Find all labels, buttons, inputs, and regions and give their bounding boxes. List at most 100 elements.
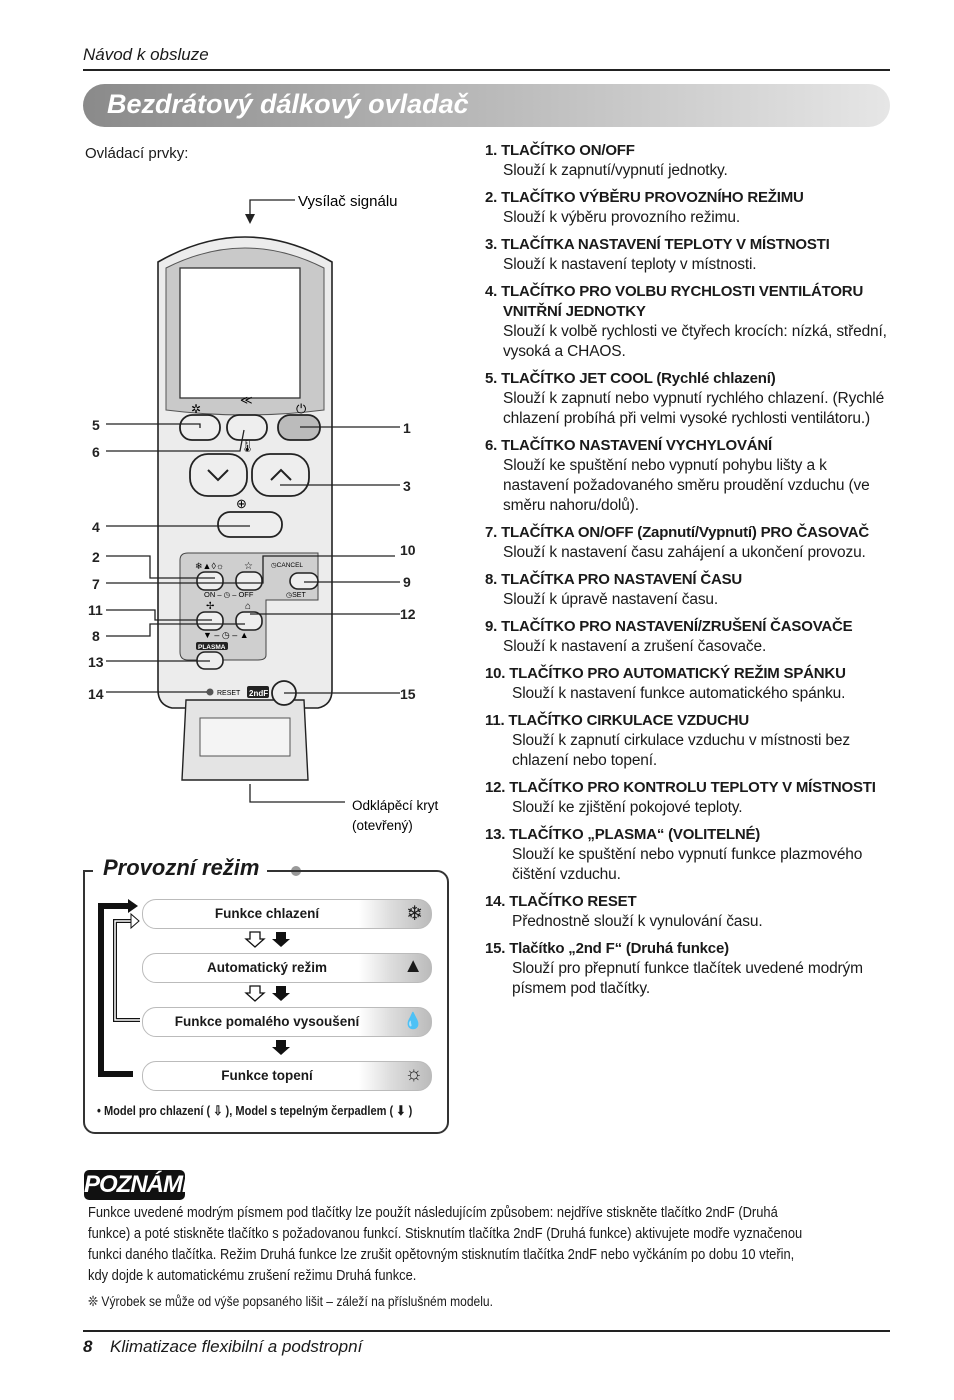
item-title: 12. TLAČÍTKO PRO KONTROLU TEPLOTY V MÍST…	[485, 779, 876, 796]
note-line: funkci daného tlačítka. Režim Druhá funk…	[88, 1246, 795, 1263]
auto-icon: ▲	[403, 955, 423, 977]
item-desc: Slouží k nastavení funkce automatického …	[512, 685, 846, 702]
callout-7: 7	[92, 576, 100, 592]
item-title: 14. TLAČÍTKO RESET	[485, 893, 637, 910]
item-title: 2. TLAČÍTKO VÝBĚRU PROVOZNÍHO REŽIMU	[485, 189, 804, 206]
item-title: 3. TLAČÍTKA NASTAVENÍ TEPLOTY V MÍSTNOST…	[485, 236, 830, 253]
temp-up-button[interactable]	[251, 453, 310, 497]
set-cancel-button[interactable]	[289, 572, 319, 590]
description-item: 3. TLAČÍTKA NASTAVENÍ TEPLOTY V MÍSTNOST…	[485, 235, 895, 275]
callout-11: 11	[88, 602, 103, 618]
timer-onoff-label: ON – ◷ – OFF	[204, 590, 254, 599]
note-line: Funkce uvedené modrým písmem pod tlačítk…	[88, 1204, 778, 1221]
item-desc: Slouží k nastavení času zahájení a ukonč…	[503, 544, 866, 561]
header-divider	[83, 69, 890, 71]
item-title: 7. TLAČÍTKA ON/OFF (Zapnutí/Vypnutí) PRO…	[485, 524, 869, 541]
callout-12: 12	[400, 606, 416, 622]
mode-dry: Funkce pomalého vysoušení💧	[142, 1007, 432, 1037]
swing-button[interactable]	[226, 414, 268, 441]
mode-icons: ❄▲◊☼	[195, 561, 224, 571]
description-item: 6. TLAČÍTKO NASTAVENÍ VYCHYLOVÁNÍ Slouží …	[485, 436, 895, 516]
sleep-icon: ☆	[244, 561, 253, 572]
item-desc: Slouží k volbě rychlosti ve čtyřech kroc…	[503, 323, 887, 360]
item-title: 9. TLAČÍTKO PRO NASTAVENÍ/ZRUŠENÍ ČASOVA…	[485, 618, 853, 635]
mode-title: Provozní režim	[93, 855, 268, 881]
room-temp-button[interactable]	[235, 611, 263, 631]
title-banner: Bezdrátový dálkový ovladač	[83, 84, 890, 127]
cool-arrows	[244, 931, 290, 1055]
item-desc: Slouží k výběru provozního režimu.	[503, 209, 740, 226]
mode-label: Funkce topení	[221, 1068, 313, 1083]
item-title: 11. TLAČÍTKO CIRKULACE VZDUCHU	[485, 712, 750, 729]
description-item: 13. TLAČÍTKO „PLASMA“ (VOLITELNÉ)Slouží …	[485, 825, 895, 885]
description-item: 7. TLAČÍTKA ON/OFF (Zapnutí/Vypnutí) PRO…	[485, 523, 895, 563]
room-temp-icon: ⌂	[245, 601, 251, 612]
description-item: 10. TLAČÍTKO PRO AUTOMATICKÝ REŽIM SPÁNK…	[485, 664, 895, 704]
drop-icon: 💧	[403, 1013, 423, 1030]
controls-label: Ovládací prvky:	[85, 145, 189, 162]
item-desc: Slouží k zapnutí/vypnutí jednotky.	[503, 162, 728, 179]
description-item: 5. TLAČÍTKO JET COOL (Rychlé chlazení)Sl…	[485, 369, 895, 429]
item-desc: Slouží k nastavení teploty v místnosti.	[503, 256, 757, 273]
reset-button[interactable]	[206, 688, 214, 696]
set-label: ◷SET	[286, 592, 306, 599]
item-desc: Slouží k úpravě nastavení času.	[503, 591, 719, 608]
fan-speed-button[interactable]	[217, 511, 283, 538]
temp-down-button[interactable]	[189, 453, 248, 497]
power-icon: ⏻	[296, 401, 306, 416]
callout-10: 10	[400, 542, 416, 558]
cover-label: Odklápěcí kryt	[352, 798, 439, 813]
item-title: 6. TLAČÍTKO NASTAVENÍ VYCHYLOVÁNÍ	[485, 437, 773, 454]
description-item: 2. TLAČÍTKO VÝBĚRU PROVOZNÍHO REŽIMU Slou…	[485, 188, 895, 228]
sleep-button[interactable]	[235, 571, 263, 591]
mode-button[interactable]	[196, 571, 224, 591]
note-text: Funkce uvedené modrým písmem pod tlačítk…	[88, 1202, 802, 1286]
description-item: 12. TLAČÍTKO PRO KONTROLU TEPLOTY V MÍST…	[485, 778, 895, 818]
air-circulation-icon: ✢	[206, 601, 214, 612]
mode-label: Automatický režim	[206, 960, 328, 975]
item-title: 15. Tlačítko „2nd F“ (Druhá funkce)	[485, 940, 729, 957]
item-desc: Slouží ke spuštění nebo vypnutí funkce p…	[512, 846, 863, 883]
item-desc: Slouží k nastavení a zrušení časovače.	[503, 638, 767, 655]
description-item: 15. Tlačítko „2nd F“ (Druhá funkce) Slouž…	[485, 939, 895, 999]
mode-label: Funkce chlazení	[214, 906, 320, 921]
callout-13: 13	[88, 654, 104, 670]
fan-icon: ⊕	[236, 496, 247, 511]
note-line: kdy dojde k automatickému zrušení režimu…	[88, 1267, 417, 1284]
item-desc: Slouží pro přepnutí funkce tlačítek uved…	[512, 960, 863, 997]
note-line: funkce) a poté stiskněte tlačítko s poža…	[88, 1225, 803, 1242]
item-title: 10. TLAČÍTKO PRO AUTOMATICKÝ REŽIM SPÁNK…	[485, 665, 846, 682]
page-title: Bezdrátový dálkový ovladač	[107, 89, 469, 119]
description-item: 4. TLAČÍTKO PRO VOLBU RYCHLOSTI VENTILÁT…	[485, 282, 895, 362]
callout-6: 6	[92, 444, 100, 460]
item-title: 8. TLAČÍTKA PRO NASTAVENÍ ČASU	[485, 571, 743, 588]
mode-cool: Funkce chlazení ❄	[142, 899, 432, 929]
cover-label-2: (otevřený)	[352, 818, 413, 833]
manual-header: Návod k obsluze	[83, 45, 209, 64]
callout-9: 9	[403, 574, 411, 590]
callout-3: 3	[403, 478, 411, 494]
footer-title: Klimatizace flexibilní a podstropní	[110, 1337, 363, 1356]
callout-1: 1	[403, 420, 411, 436]
air-circulation-button[interactable]	[196, 611, 224, 631]
snowflake-icon: ❄	[406, 903, 423, 925]
item-desc: Slouží ke spuštění nebo vypnutí pohybu l…	[503, 457, 870, 514]
mode-auto: Automatický režim ▲	[142, 953, 432, 983]
page-number: 8	[83, 1337, 93, 1356]
callout-4: 4	[92, 519, 100, 535]
item-title: 5. TLAČÍTKO JET COOL (Rychlé chlazení)	[485, 370, 776, 387]
note-badge: POZNÁMKA	[84, 1170, 216, 1200]
item-desc: Slouží ke zjištění pokojové teploty.	[512, 799, 743, 816]
callout-14: 14	[88, 686, 104, 702]
cancel-label: ◷CANCEL	[271, 562, 303, 569]
callout-2: 2	[92, 549, 100, 565]
description-item: 8. TLAČÍTKA PRO NASTAVENÍ ČASU Slouží k ú…	[485, 570, 895, 610]
description-item: 9. TLAČÍTKO PRO NASTAVENÍ/ZRUŠENÍ ČASOVA…	[485, 617, 895, 657]
sun-icon: ☼	[404, 1063, 423, 1085]
mode-heat: Funkce topení ☼	[142, 1061, 432, 1091]
